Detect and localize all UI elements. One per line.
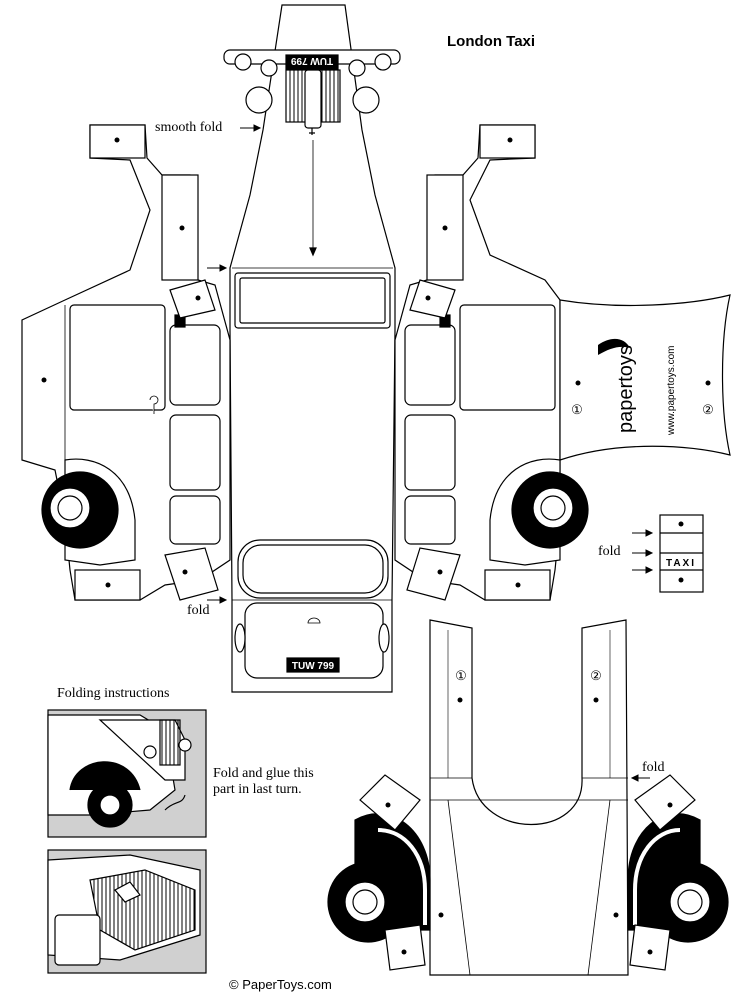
fold-label-underbody: fold	[642, 760, 665, 775]
taxi-sign-text: TAXI	[666, 558, 696, 569]
tab-number-left-wing: ①	[571, 402, 583, 417]
page-title: London Taxi	[447, 33, 536, 50]
tab-number-underbody-left: ①	[455, 668, 467, 683]
copyright-text: © PaperToys.com	[229, 977, 332, 992]
papertoys-logo-icon	[598, 338, 630, 355]
rear-plate-text: TUW 799	[292, 661, 335, 672]
brand-url: www.papertoys.com	[666, 346, 677, 436]
tab-number-underbody-right: ②	[590, 668, 602, 683]
front-plate-text: TUW 799	[290, 55, 333, 66]
instruction-figure-2	[47, 849, 207, 974]
tab-number-right-wing: ②	[702, 402, 714, 417]
glue-dots	[41, 137, 711, 955]
fold-label-bottom: fold	[187, 603, 210, 618]
brand-name: papertoys	[615, 345, 637, 433]
right-side-panel	[394, 124, 731, 601]
underbody-piece	[327, 619, 729, 976]
fold-label-sign: fold	[598, 544, 621, 559]
fold-and-glue-note: Fold and glue this part in last turn.	[213, 766, 314, 797]
folding-instructions-heading: Folding instructions	[57, 686, 170, 701]
left-side-panel	[21, 124, 231, 601]
center-body-strip	[223, 4, 401, 693]
fold-arrows	[207, 124, 654, 782]
instruction-figure-1	[47, 709, 207, 838]
smooth-fold-label: smooth fold	[155, 120, 223, 135]
